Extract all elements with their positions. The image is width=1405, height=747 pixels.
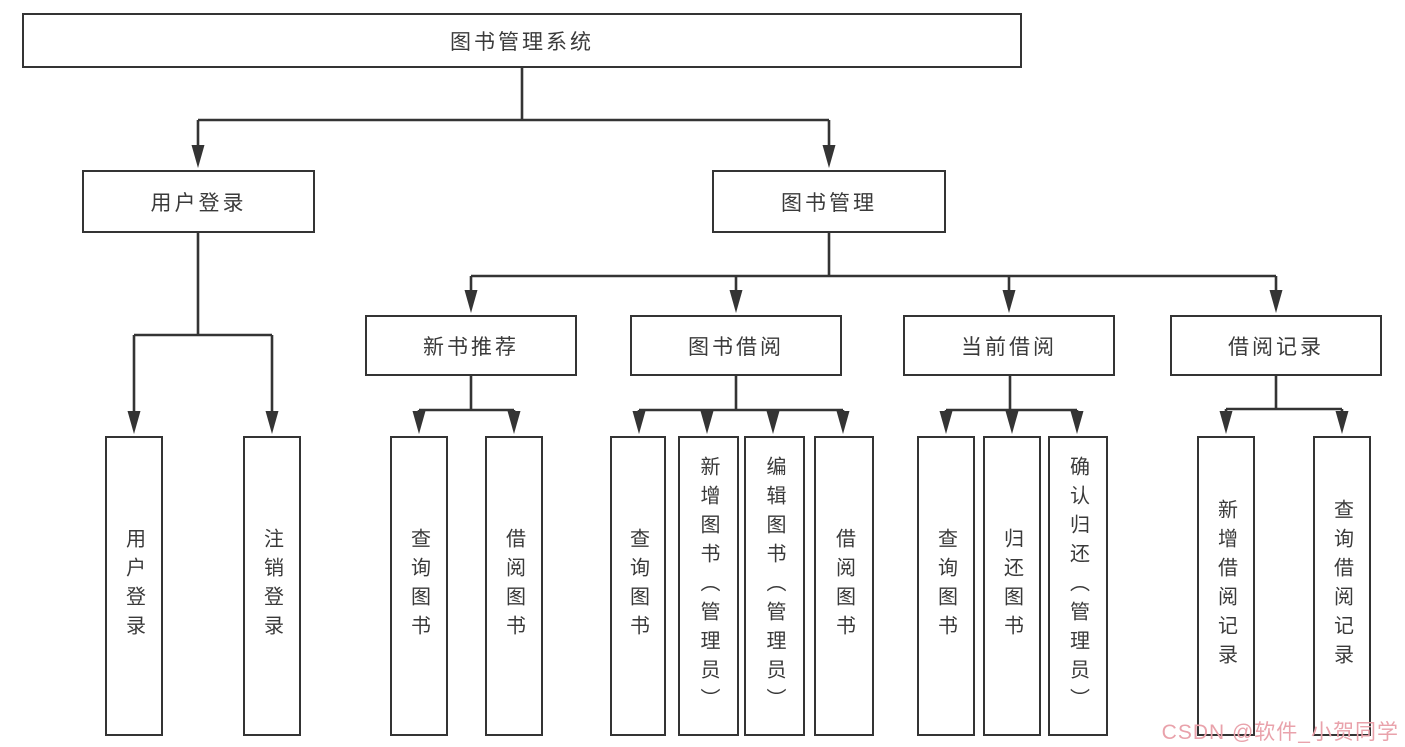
node-current-borrowing: 当前借阅 <box>903 315 1115 376</box>
leaf-query-books: 查询图书 <box>390 436 448 736</box>
leaf-edit-books-admin: 编辑图书（管理员） <box>744 436 805 736</box>
node-book-borrowing: 图书借阅 <box>630 315 842 376</box>
leaf-add-books-admin: 新增图书（管理员） <box>678 436 739 736</box>
leaf-user-login: 用户登录 <box>105 436 163 736</box>
node-new-book-recommend: 新书推荐 <box>365 315 577 376</box>
node-book-management: 图书管理 <box>712 170 946 233</box>
node-user-login: 用户登录 <box>82 170 315 233</box>
leaf-confirm-return-admin: 确认归还（管理员） <box>1048 436 1108 736</box>
leaf-query-books: 查询图书 <box>610 436 666 736</box>
leaf-add-borrow-record: 新增借阅记录 <box>1197 436 1255 736</box>
leaf-logout: 注销登录 <box>243 436 301 736</box>
leaf-return-books: 归还图书 <box>983 436 1041 736</box>
csdn-watermark: CSDN @软件_小贺同学 <box>1161 721 1399 744</box>
leaf-query-books: 查询图书 <box>917 436 975 736</box>
node-root-system: 图书管理系统 <box>22 13 1022 68</box>
leaf-borrow-books: 借阅图书 <box>814 436 874 736</box>
leaf-borrow-books: 借阅图书 <box>485 436 543 736</box>
leaf-query-borrow-record: 查询借阅记录 <box>1313 436 1371 736</box>
node-borrow-records: 借阅记录 <box>1170 315 1382 376</box>
